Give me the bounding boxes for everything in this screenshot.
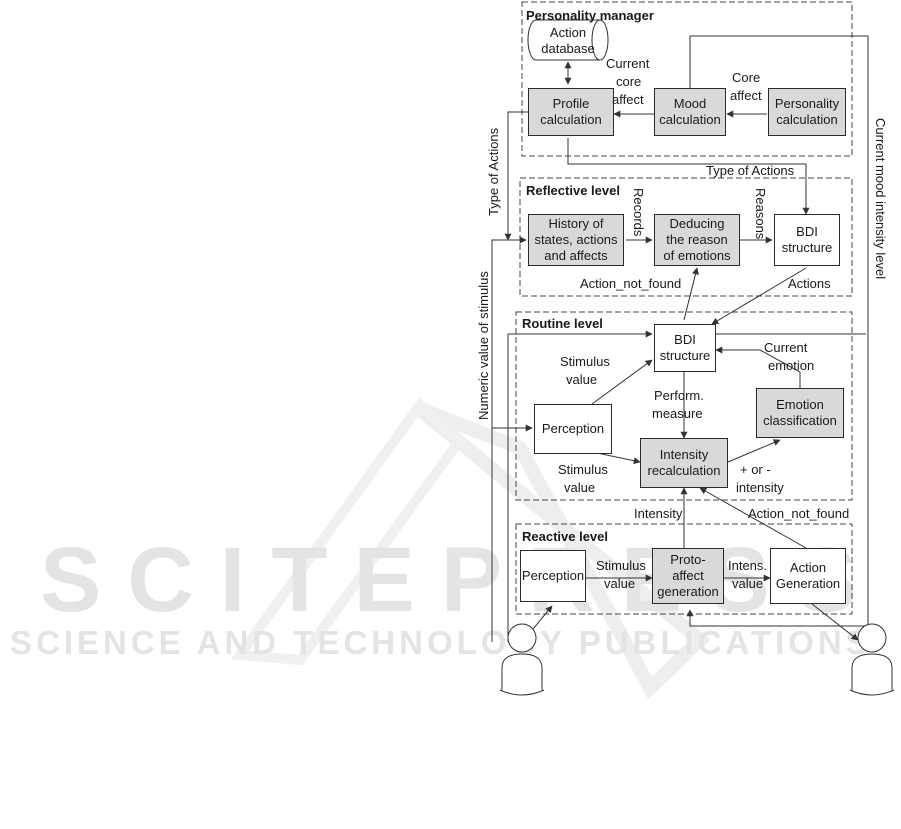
label-plus-minus-intensity-1: + or - xyxy=(740,462,771,477)
label-records: Records xyxy=(631,188,646,237)
label-action-not-found-top: Action_not_found xyxy=(580,276,682,291)
label-stimulus-value-bottom-2: value xyxy=(564,480,596,495)
label-numeric-value-of-stimulus: Numeric value of stimulus xyxy=(476,271,491,420)
label-type-of-actions-h: Type of Actions xyxy=(706,163,795,178)
section-title-personality: Personality manager xyxy=(526,8,654,23)
label-stimulus-value-top-1: Stimulus xyxy=(560,354,610,369)
deducing-reason-node: Deducing the reason of emotions xyxy=(654,214,740,266)
action-generation-node: Action Generation xyxy=(770,548,846,604)
intensity-recalculation-node: Intensity recalculation xyxy=(640,438,728,488)
label-current-core-affect-2: core xyxy=(616,74,642,89)
user-figure-left xyxy=(499,623,545,696)
label-intens-value-2: value xyxy=(732,576,764,591)
label-stimulus-value-reactive-1: Stimulus xyxy=(596,558,646,573)
section-title-reflective: Reflective level xyxy=(526,183,620,198)
label-current-core-affect-3: affect xyxy=(612,92,644,107)
emotion-classification-node: Emotion classification xyxy=(756,388,844,438)
label-stimulus-value-top-2: value xyxy=(566,372,598,387)
label-action-not-found-bottom: Action_not_found xyxy=(748,506,850,521)
perception-reactive-node: Perception xyxy=(520,550,586,602)
perception-routine-node: Perception xyxy=(534,404,612,454)
history-node: History of states, actions and affects xyxy=(528,214,624,266)
watermark-tagline: SCIENCE AND TECHNOLOGY PUBLICATIONS xyxy=(10,624,872,661)
label-actions: Actions xyxy=(788,276,831,291)
label-current-emotion-1: Current xyxy=(764,340,808,355)
label-current-core-affect-1: Current xyxy=(606,56,650,71)
label-intensity: Intensity xyxy=(634,506,683,521)
label-plus-minus-intensity-2: intensity xyxy=(736,480,784,495)
section-title-reactive: Reactive level xyxy=(522,529,609,544)
label-current-mood-intensity-level: Current mood intensity level xyxy=(873,118,888,280)
label-perform-measure-1: Perform. xyxy=(654,388,704,403)
personality-calculation-node: Personality calculation xyxy=(768,88,846,136)
label-current-emotion-2: emotion xyxy=(768,358,815,373)
action-database-node: Action database xyxy=(541,25,595,56)
routine-level-frame xyxy=(515,311,853,501)
label-intens-value-1: Intens. xyxy=(728,558,768,573)
mood-calculation-node: Mood calculation xyxy=(654,88,726,136)
label-core-affect-2: affect xyxy=(730,88,762,103)
profile-calculation-node: Profile calculation xyxy=(528,88,614,136)
label-perform-measure-2: measure xyxy=(652,406,703,421)
bdi-structure-reflective-node: BDI structure xyxy=(774,214,840,266)
label-core-affect-1: Core xyxy=(732,70,761,85)
label-type-of-actions-v: Type of Actions xyxy=(486,127,501,216)
proto-affect-generation-node: Proto- affect generation xyxy=(652,548,724,604)
personality-manager-frame xyxy=(521,1,853,157)
user-figure-right xyxy=(849,623,895,696)
section-title-routine: Routine level xyxy=(522,316,603,331)
label-stimulus-value-bottom-1: Stimulus xyxy=(558,462,608,477)
label-stimulus-value-reactive-2: value xyxy=(604,576,636,591)
bdi-structure-routine-node: BDI structure xyxy=(654,324,716,372)
label-reasons: Reasons xyxy=(753,188,768,240)
